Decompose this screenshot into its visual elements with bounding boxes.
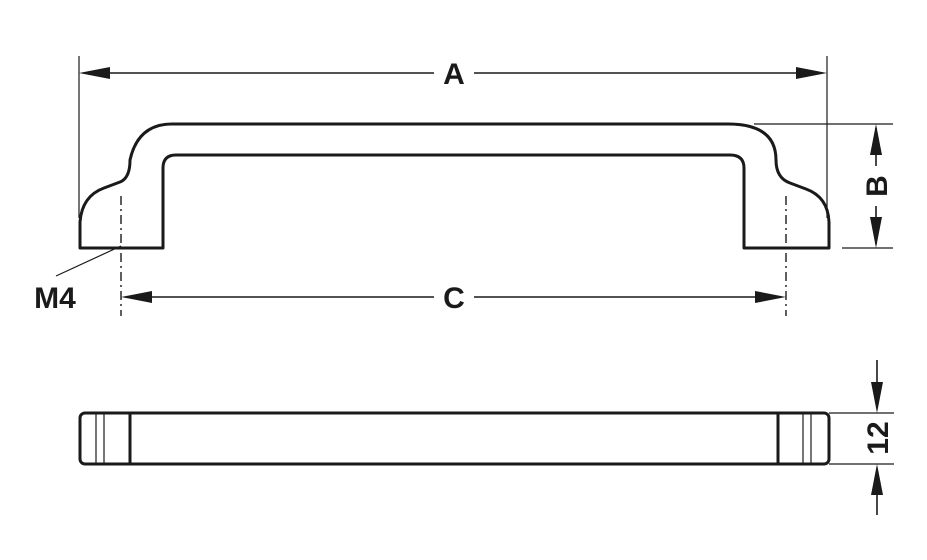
side-view bbox=[78, 411, 831, 466]
dimension-c-arrow-left bbox=[121, 291, 152, 303]
dimension-a-arrow-right bbox=[796, 67, 827, 79]
dimension-b-arrow-bottom bbox=[870, 217, 882, 248]
dimension-c-label: C bbox=[443, 282, 465, 315]
dimension-b: B bbox=[754, 123, 894, 249]
dimension-a: A bbox=[78, 56, 828, 218]
thickness-arrow-top bbox=[871, 382, 883, 413]
dimension-b-label: B bbox=[861, 175, 894, 197]
thickness-arrow-bottom bbox=[871, 464, 883, 495]
dimension-b-arrow-top bbox=[870, 124, 882, 155]
front-view bbox=[55, 122, 831, 316]
dimension-thickness: 12 bbox=[829, 360, 895, 515]
dimension-a-arrow-left bbox=[79, 67, 110, 79]
handle-side-outline bbox=[78, 411, 831, 466]
thread-size-label: M4 bbox=[34, 282, 76, 315]
dimension-a-label: A bbox=[443, 58, 465, 91]
thread-leader-line bbox=[55, 245, 122, 277]
handle-front-outline bbox=[78, 122, 831, 250]
thickness-label: 12 bbox=[862, 421, 895, 454]
dimension-c: C bbox=[121, 280, 786, 316]
dimension-c-arrow-right bbox=[755, 291, 786, 303]
